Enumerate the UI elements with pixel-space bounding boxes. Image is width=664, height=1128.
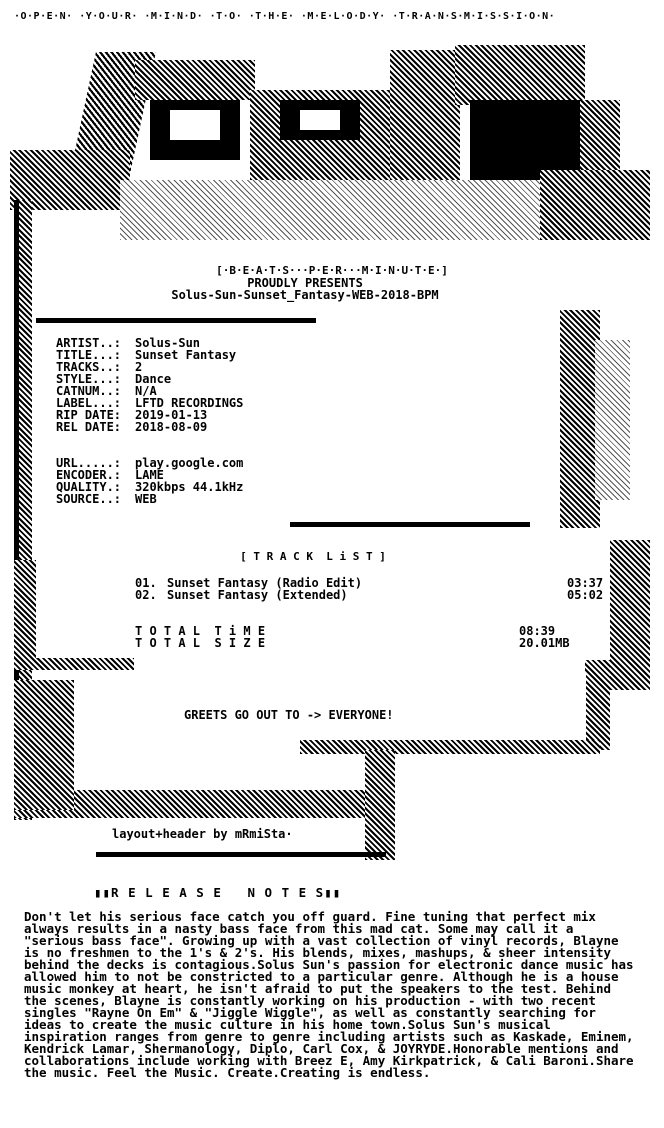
info-label: TRACKS..: bbox=[56, 360, 122, 374]
presents-text: PROUDLY PRESENTS bbox=[247, 276, 363, 290]
info-value: 2018-08-09 bbox=[135, 420, 208, 434]
track-time: 03:37 bbox=[567, 576, 604, 590]
tech-value: WEB bbox=[135, 492, 157, 506]
release-notes-heading: ▮▮R E L E A S E N O T E S▮▮ bbox=[94, 885, 342, 900]
total-size-label: T O T A L S I Z E bbox=[135, 636, 266, 650]
tech-label: URL.....: bbox=[56, 456, 122, 470]
info-value: N/A bbox=[135, 384, 157, 398]
total-time-label: T O T A L T i M E bbox=[135, 624, 266, 638]
track-number: 02. bbox=[135, 588, 157, 602]
info-value: 2019-01-13 bbox=[135, 408, 208, 422]
info-value: Sunset Fantasy bbox=[135, 348, 237, 362]
info-value: 2 bbox=[135, 360, 143, 374]
info-label: TITLE...: bbox=[56, 348, 122, 362]
release-notes-body: Don't let his serious face catch you off… bbox=[24, 909, 634, 1080]
greets-text: GREETS GO OUT TO -> EVERYONE! bbox=[184, 708, 394, 722]
track-time: 05:02 bbox=[567, 588, 604, 602]
group-name: [·B·E·A·T·S···P·E·R···M·I·N·U·T·E·] bbox=[216, 264, 448, 277]
tagline: ·O·P·E·N· ·Y·O·U·R· ·M·I·N·D· ·T·O· ·T·H… bbox=[14, 11, 556, 22]
tracklist-panel bbox=[36, 528, 610, 658]
header-panel bbox=[32, 244, 552, 314]
release-name: Solus-Sun-Sunset_Fantasy-WEB-2018-BPM bbox=[171, 288, 439, 302]
total-size-value: 20.01MB bbox=[519, 636, 570, 650]
greets-panel bbox=[74, 672, 586, 740]
info-label: STYLE...: bbox=[56, 372, 122, 386]
tech-value: 320kbps 44.1kHz bbox=[135, 480, 244, 494]
tracklist-heading: [ T R A C K L i S T ] bbox=[240, 550, 386, 563]
info-value: LFTD RECORDINGS bbox=[135, 396, 244, 410]
tech-label: QUALITY.: bbox=[56, 480, 122, 494]
track-number: 01. bbox=[135, 576, 157, 590]
info-panel bbox=[36, 324, 560, 519]
tech-value: LAME bbox=[135, 468, 164, 482]
info-label: RIP DATE: bbox=[56, 408, 122, 422]
total-time-value: 08:39 bbox=[519, 624, 556, 638]
info-label: ARTIST..: bbox=[56, 336, 122, 350]
track-title: Sunset Fantasy (Extended) bbox=[167, 588, 348, 602]
tech-label: SOURCE..: bbox=[56, 492, 122, 506]
info-label: CATNUM..: bbox=[56, 384, 122, 398]
info-label: LABEL...: bbox=[56, 396, 122, 410]
credits-text: layout+header by mRmiSta· bbox=[112, 827, 293, 841]
info-value: Dance bbox=[135, 372, 172, 386]
info-label: REL DATE: bbox=[56, 420, 122, 434]
tech-label: ENCODER.: bbox=[56, 468, 122, 482]
track-title: Sunset Fantasy (Radio Edit) bbox=[167, 576, 363, 590]
info-value: Solus-Sun bbox=[135, 336, 201, 350]
tech-value: play.google.com bbox=[135, 456, 244, 470]
